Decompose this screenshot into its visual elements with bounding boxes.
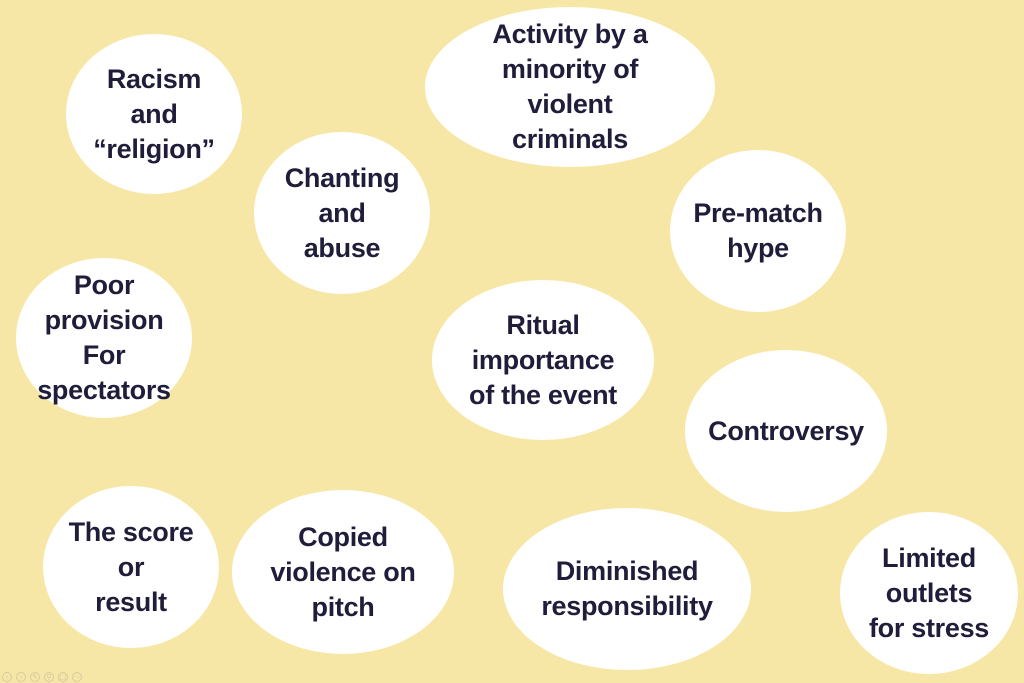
bubble-limited-line-3: for stress: [868, 612, 990, 643]
bubble-poor-line-2: provision: [44, 305, 164, 335]
bubble-activity-line-4: criminals: [512, 124, 628, 154]
bubble-copied-line-3: pitch: [311, 591, 375, 622]
bubble-chanting-line-1: Chanting: [284, 162, 400, 193]
bubble-score-or-result: The score or result: [43, 486, 219, 648]
more-icon[interactable]: ⋯: [72, 672, 82, 682]
bubble-diminished-line-1: Diminished: [555, 556, 699, 586]
bubble-copied-violence: Copied violence on pitch: [232, 490, 454, 654]
bubble-activity-line-1: Activity by a: [492, 19, 648, 49]
bubble-prematch-line-2: hype: [727, 233, 789, 263]
slide-player-controls: ‹ › ✎ ⚲ □ ⋯: [2, 672, 82, 683]
bubble-chanting-label: Chanting and abuse: [285, 161, 400, 266]
bubble-score-line-3: result: [95, 586, 167, 617]
bubble-poor-provision: Poor provision For spectators: [16, 258, 192, 418]
zoom-icon[interactable]: ⚲: [44, 672, 54, 682]
bubble-pre-match-hype: Pre-match hype: [670, 150, 846, 312]
present-icon[interactable]: □: [58, 672, 68, 682]
bubble-poor-line-3: For: [82, 340, 126, 370]
bubble-controversy: Controversy: [685, 350, 887, 512]
next-icon[interactable]: ›: [16, 672, 26, 682]
bubble-prematch-line-1: Pre-match: [693, 198, 823, 228]
bubble-ritual-importance: Ritual importance of the event: [432, 280, 654, 440]
bubble-prematch-label: Pre-match hype: [693, 196, 823, 266]
bubble-poor-label: Poor provision For spectators: [37, 268, 171, 408]
bubble-activity-label: Activity by a minority of violent crimin…: [492, 17, 647, 157]
edit-icon[interactable]: ✎: [30, 672, 40, 682]
bubble-activity-line-3: violent: [527, 89, 613, 119]
bubble-score-line-1: The score: [68, 516, 194, 547]
bubble-chanting-and-abuse: Chanting and abuse: [254, 132, 430, 294]
bubble-poor-line-1: Poor: [73, 270, 135, 300]
bubble-activity-line-2: minority of: [501, 54, 639, 84]
bubble-chanting-line-2: and: [318, 197, 366, 228]
bubble-score-label: The score or result: [69, 515, 194, 620]
bubble-ritual-label: Ritual importance of the event: [469, 308, 617, 413]
previous-icon[interactable]: ‹: [2, 672, 12, 682]
bubble-score-line-2: or: [117, 551, 145, 582]
bubble-limited-line-1: Limited: [882, 542, 976, 573]
bubble-ritual-line-3: of the event: [469, 379, 617, 410]
bubble-chanting-line-3: abuse: [303, 232, 381, 263]
bubble-copied-line-2: violence on: [270, 556, 416, 587]
bubble-copied-line-1: Copied: [298, 521, 388, 552]
bubble-ritual-line-2: importance: [471, 344, 615, 375]
bubble-racism-label: Racism and “religion”: [93, 62, 215, 167]
bubble-diminished-responsibility: Diminished responsibility: [503, 508, 751, 670]
bubble-diminished-line-2: responsibility: [541, 591, 713, 621]
bubble-controversy-label: Controversy: [708, 414, 864, 449]
bubble-controversy-line-1: Controversy: [708, 415, 864, 446]
bubble-poor-line-4: spectators: [37, 375, 171, 405]
bubble-racism-line-2: and: [130, 98, 178, 129]
bubble-racism-line-3: “religion”: [93, 133, 215, 164]
bubble-limited-line-2: outlets: [885, 577, 973, 608]
bubble-racism-line-1: Racism: [106, 63, 202, 94]
bubble-limited-label: Limited outlets for stress: [869, 541, 989, 646]
bubble-ritual-line-1: Ritual: [506, 309, 580, 340]
bubble-diminished-label: Diminished responsibility: [541, 554, 713, 624]
bubble-activity-by-minority: Activity by a minority of violent crimin…: [425, 7, 715, 167]
bubble-racism-and-religion: Racism and “religion”: [66, 34, 242, 194]
bubble-copied-label: Copied violence on pitch: [270, 520, 416, 625]
bubble-limited-outlets: Limited outlets for stress: [840, 512, 1018, 674]
